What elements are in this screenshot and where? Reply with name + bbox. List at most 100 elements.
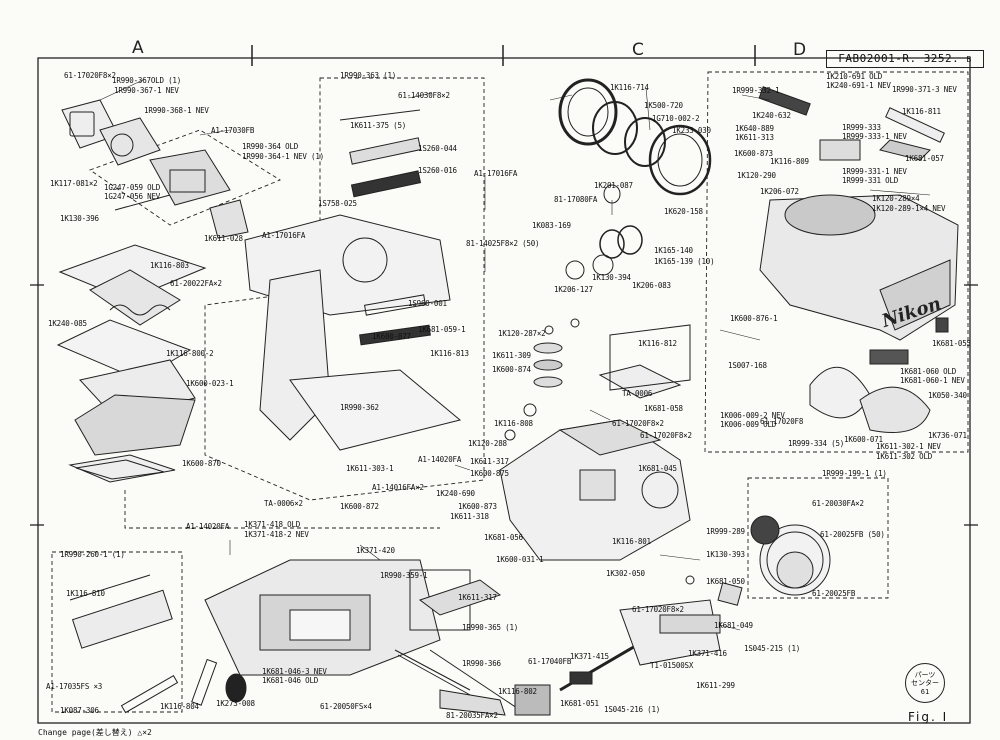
part-label: TA-0006×2 [264,499,303,508]
part-label: 1K736-071 [928,431,967,440]
part-label: 61-20030FA×2 [812,499,864,508]
part-label: 61-14030F8×2 [398,91,450,100]
part-label: 1K681-059-1 [418,325,466,334]
grid-column-d: D [793,40,807,60]
part-label: TA-0006 [622,389,653,398]
part-label: 1K130-393 [706,550,745,559]
part-label: 1R990-364-1 NEV (1) [242,152,324,161]
part-label: 1K233-030 [672,126,711,135]
part-label: 1R990-367OLD (1) [112,76,182,85]
part-label: 1K611-299 [696,681,735,690]
part-label: 61-17020F8×2 [632,605,684,614]
part-label: 1K116-804 [160,702,199,711]
part-label: 1K600-870 [182,459,221,468]
part-label: 1K681-057 [905,154,944,163]
part-label: 1K273-008 [216,699,255,708]
assembly-box-shutter-dial [747,477,889,599]
part-label: 1K681-056 [484,533,523,542]
part-label: 1K240-085 [48,319,87,328]
parts-center-stamp: パーツ センター 61 [905,663,945,703]
part-label: 61-20022FA×2 [170,279,222,288]
part-label: 1S007-168 [728,361,767,370]
part-label: 61-20050FS×4 [320,702,372,711]
document-number-main: FAB02001-R. 3252. [838,52,960,65]
part-label: 1K165-140 [654,246,693,255]
part-label: 1K611-375 (5) [350,121,407,130]
part-label: 1K611-302-1 NEV [876,442,941,451]
part-label: 1K681-051 [560,699,599,708]
finder-frame-parts [61,99,249,239]
part-label: 1K116-810 [66,589,105,598]
part-label: 1R999-331 OLD [842,176,899,185]
part-label: 1K600-873 [458,502,497,511]
part-label: 1K006-009-2 NEV [720,411,785,420]
part-label: 1K611-318 [450,512,489,521]
part-label: 1R999-333-1 NEV [842,132,907,141]
part-label: 1K611-303-1 [346,464,394,473]
part-label: 1K120-290 [737,171,776,180]
part-label: 61-17040FB [528,657,572,666]
part-label: 1R999-332-1 [732,86,780,95]
part-label: 61-17020F8 [760,417,804,426]
mirror-box-body [499,324,691,561]
part-label: 1K611-309 [492,351,531,360]
part-label: 1K006-009 OLD [720,420,777,429]
part-label: 1R999-333 [842,123,881,132]
part-label: 81-20035FA×2 [446,711,498,720]
part-label: 1K116-800-2 [166,349,214,358]
top-cover-body [758,86,959,433]
assembly-leader-lines [124,490,440,529]
part-label: 1R990-368-1 NEV [144,106,209,115]
part-label: 1K611-317 [470,457,509,466]
part-label: 1S260-044 [418,144,457,153]
part-label: 1K371-415 [570,652,609,661]
part-label: 1K050-340 [928,391,967,400]
part-label: 1K371-418 OLD [244,520,301,529]
part-label: 1K640-889 [735,124,774,133]
part-label: 1K681-046 OLD [262,676,319,685]
part-label: 81-17080FA [554,195,598,204]
part-label: 1K600-071 [844,435,883,444]
part-label: 1K611-028 [204,234,243,243]
part-label: 1K600-873 [734,149,773,158]
part-label: 1S260-016 [418,166,457,175]
part-label: 1R990-366 [462,659,501,668]
grid-column-c: C [632,40,644,60]
part-label: 1K087-306 [60,706,99,715]
part-label: 1K302-050 [606,569,645,578]
part-label: 81-14025F8×2 (50) [466,239,540,248]
part-label: 1K116-808 [494,419,533,428]
part-label: 1G247-056 NEV [104,192,161,201]
part-label: 1R990-371-3 NEV [892,85,957,94]
part-label: A1-14020FA [186,522,230,531]
part-label: 1K371-416 [688,649,727,658]
part-label: 61-20025FB (50) [820,530,885,539]
part-label: 1R990-363 (1) [340,71,397,80]
part-label: 1K600-874 [492,365,531,374]
part-label: 1K165-139 (10) [654,257,715,266]
part-label: 1K116-813 [430,349,469,358]
part-label: 1K116-812 [638,339,677,348]
part-label: 1K600-023-1 [186,379,234,388]
part-label: A1-17030FB [211,126,255,135]
part-label: 1K206-072 [760,187,799,196]
part-label: 1K116-801 [612,537,651,546]
screw-column [504,318,580,441]
part-label: 1K130-396 [60,214,99,223]
figure-label: Fig. I [908,710,949,724]
part-label: 1R999-331-1 NEV [842,167,907,176]
part-label: 1K681-060-1 NEV [900,376,965,385]
assembly-box-top-cover [704,71,969,453]
part-label: 1K130-394 [592,273,631,282]
part-label: 1R999-199-1 (1) [822,469,887,478]
part-label: 1K681-055 [932,339,971,348]
part-label: 1K240-691-1 NEV [826,81,891,90]
part-label: 1K120-289-1×4 NEV [872,204,946,213]
part-label: 1K120-287×2 [498,329,546,338]
part-label: 1G710-002-2 [652,114,700,123]
part-label: A1-14016FA×2 [372,483,424,492]
part-label: 1K120-288 [468,439,507,448]
part-label: 1K116-714 [610,83,649,92]
film-rail-parts [69,574,247,714]
